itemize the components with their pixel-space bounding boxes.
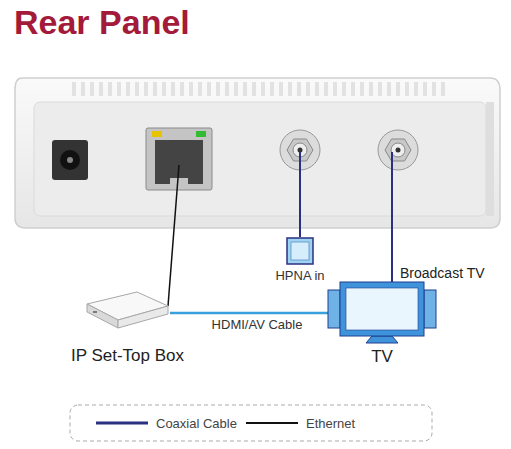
- node-outline: [85, 290, 170, 332]
- node-outline: [328, 280, 436, 344]
- hpna-icon: HPNA in: [286, 237, 314, 265]
- page-title: Rear Panel: [14, 2, 190, 42]
- ethernet-socket: [155, 140, 203, 184]
- device-housing: [15, 78, 500, 228]
- led-green: [196, 131, 206, 137]
- tv-stand: [366, 336, 398, 343]
- power-jack-hole: [60, 150, 80, 170]
- power-jack-pin: [67, 157, 73, 163]
- node-label-group: HPNA in: [275, 269, 324, 284]
- legend-line-sample: [246, 418, 298, 428]
- stb-led: [93, 311, 97, 313]
- power-jack: [52, 140, 88, 180]
- legend: Coaxial Cable Ethernet: [70, 405, 432, 441]
- tv-speaker: [328, 290, 340, 328]
- rear-panel-face: [34, 102, 486, 216]
- signal-label: Broadcast TV: [400, 265, 485, 281]
- stb-front: [87, 304, 118, 328]
- coax-wire: [391, 152, 393, 282]
- ethernet-latch: [170, 178, 188, 186]
- hpna-frame: [287, 238, 313, 264]
- legend-entry: Coaxial Cable: [96, 405, 237, 441]
- legend-line-sample: [96, 418, 148, 428]
- node-outline: [286, 237, 314, 265]
- stb-side: [118, 306, 168, 328]
- node-label-group: IP Set-Top Box: [71, 346, 184, 366]
- legend-frame: [70, 405, 432, 441]
- coax-wire: [299, 152, 301, 237]
- ethernet-port: [146, 128, 212, 190]
- hpna-face: [291, 242, 309, 260]
- ethernet-wire: [168, 165, 179, 306]
- legend-text: Coaxial Cable: [156, 416, 237, 431]
- side-shade: [486, 102, 494, 216]
- cable-label: HDMI/AV Cable: [210, 318, 305, 333]
- legend-entry: Ethernet: [246, 405, 355, 441]
- set-top-box: IP Set-Top Box: [85, 290, 170, 332]
- legend-text: Ethernet: [306, 416, 355, 431]
- vent-ribs: [70, 82, 450, 96]
- led-yellow: [152, 131, 162, 137]
- tv-speaker: [424, 290, 436, 328]
- tv-screen: [346, 288, 418, 330]
- node-label: IP Set-Top Box: [71, 346, 184, 366]
- node-label: HPNA in: [275, 269, 324, 284]
- tv-icon: TV: [328, 280, 436, 344]
- tv-frame: [340, 282, 424, 336]
- node-label: TV: [371, 347, 393, 367]
- hdmi-cable: [170, 312, 328, 315]
- node-label-group: TV: [371, 347, 393, 367]
- coax-connector: [378, 130, 418, 170]
